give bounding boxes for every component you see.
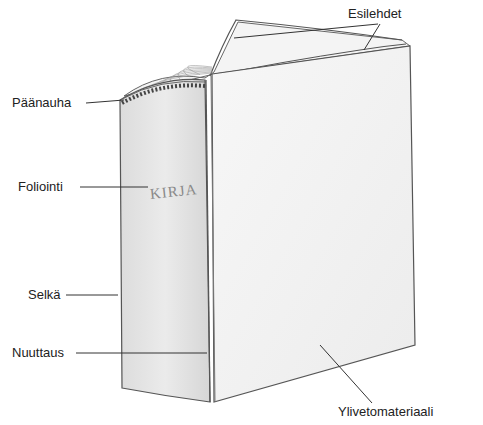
hinge-groove	[211, 76, 215, 402]
headband	[122, 85, 206, 103]
label-text: Nuuttaus	[12, 345, 64, 361]
label-text: Ylivetomateriaali	[338, 404, 433, 420]
headband-edge	[122, 81, 206, 99]
label-text: Foliointi	[18, 179, 63, 195]
leader-lines	[66, 24, 380, 403]
label-text: Esilehdet	[348, 6, 401, 22]
front-cover	[212, 46, 415, 402]
label-text: Päänauha	[12, 95, 71, 111]
hinge-groove	[206, 80, 210, 402]
spine	[120, 79, 210, 402]
label-text: Selkä	[28, 287, 61, 303]
